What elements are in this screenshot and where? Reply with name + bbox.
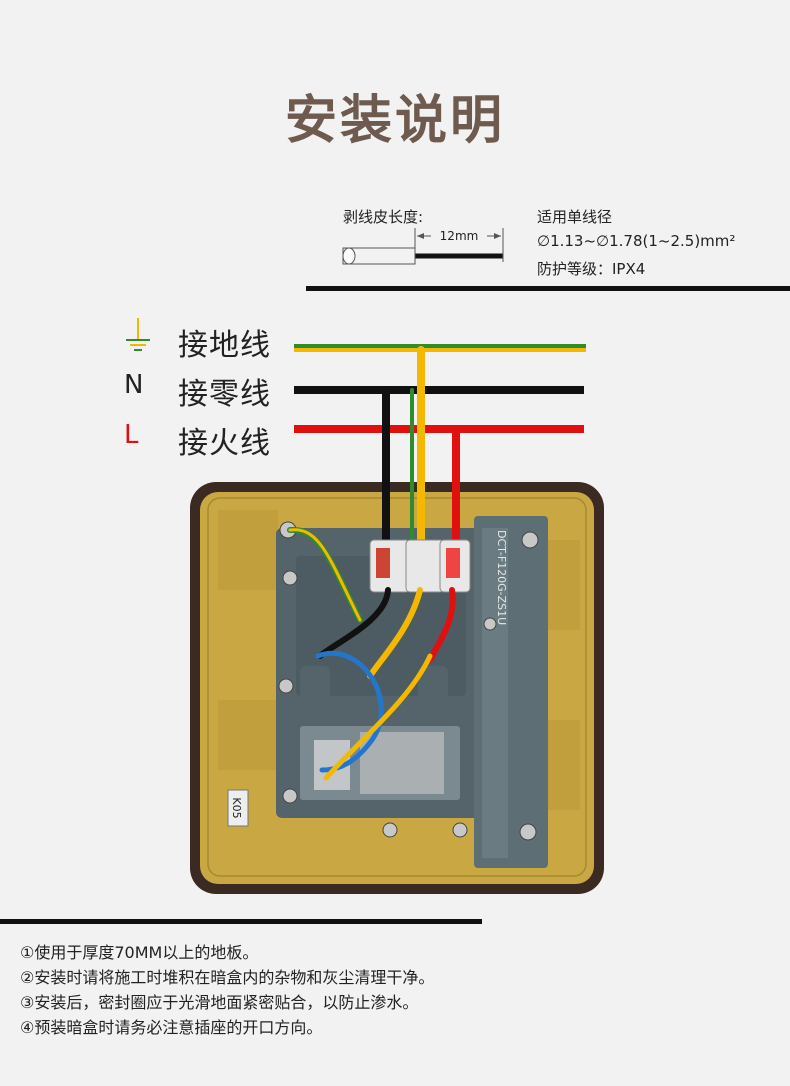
arrow-right-icon: [494, 233, 501, 239]
terminal-connectors: [369, 539, 471, 593]
neutral-wire: [294, 386, 584, 394]
ground-wire-label: 接地线: [178, 328, 271, 363]
ground-wire-green: [294, 344, 586, 348]
live-wire: [294, 425, 584, 433]
model-code: DCT-F120G-ZS1U: [495, 530, 508, 625]
bus-wires: [294, 344, 586, 433]
neutral-letter: N: [124, 370, 144, 400]
strip-length-value: 12mm: [440, 229, 479, 243]
strip-length-label: 剥线皮长度:: [343, 208, 424, 226]
socket-label-plate: [360, 732, 444, 794]
ground-icon: [126, 318, 150, 351]
arrow-left-icon: [417, 233, 424, 239]
note-item: ①使用于厚度70MM以上的地板。: [20, 943, 259, 962]
spec-wire-size-value: ∅1.13~∅1.78(1~2.5)mm²: [537, 232, 736, 250]
strip-length-drawing: 12mm: [342, 227, 504, 265]
bottom-divider: [0, 919, 482, 924]
socket-box: K05 DCT-F120G-ZS1U: [190, 482, 604, 894]
page-title: 安装说明: [284, 91, 505, 151]
neutral-wire-label: 接零线: [178, 377, 271, 412]
live-letter: L: [124, 420, 139, 450]
ground-wire-yellow: [294, 348, 586, 352]
note-item: ③安装后，密封圈应于光滑地面紧密贴合，以防止渗水。: [20, 993, 419, 1012]
wire-end-icon: [342, 247, 356, 265]
internal-wiring: [287, 526, 456, 781]
top-divider: [306, 286, 790, 291]
spec-protection-level: 防护等级：IPX4: [537, 260, 646, 278]
svg-text:K05: K05: [230, 797, 243, 818]
note-item: ④预装暗盒时请务必注意插座的开口方向。: [20, 1018, 323, 1037]
install-notes: ①使用于厚度70MM以上的地板。 ②安装时请将施工时堆积在暗盒内的杂物和灰尘清理…: [20, 940, 434, 1040]
drop-wires: [382, 346, 460, 552]
note-item: ②安装时请将施工时堆积在暗盒内的杂物和灰尘清理干净。: [20, 968, 435, 987]
spec-wire-size-title: 适用单线径: [537, 208, 613, 226]
model-tag: K05: [227, 789, 249, 827]
live-wire-label: 接火线: [178, 426, 271, 461]
